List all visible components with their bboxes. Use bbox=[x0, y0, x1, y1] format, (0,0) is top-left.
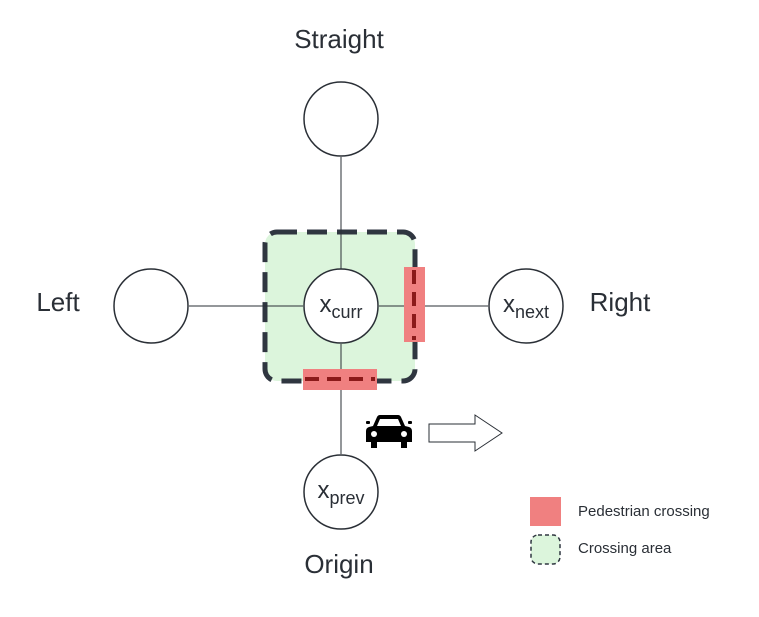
legend-pedestrian-label: Pedestrian crossing bbox=[578, 503, 710, 520]
pedestrian-crossing-right bbox=[404, 267, 425, 342]
node-next bbox=[488, 268, 564, 344]
car-icon bbox=[366, 415, 412, 448]
node-straight bbox=[303, 81, 379, 157]
legend-crossing-area-swatch bbox=[530, 534, 561, 565]
node-previous bbox=[303, 454, 379, 530]
legend-crossing-area-label: Crossing area bbox=[578, 540, 672, 557]
pedestrian-crossing-bottom bbox=[303, 369, 377, 390]
node-next-label: xnext bbox=[503, 291, 549, 322]
legend-pedestrian-swatch bbox=[530, 497, 561, 526]
node-previous-label: xprev bbox=[317, 477, 364, 508]
right-arrow-icon bbox=[428, 414, 503, 452]
legend: Pedestrian crossing Crossing area bbox=[530, 497, 710, 565]
label-origin: Origin bbox=[304, 549, 373, 579]
label-right: Right bbox=[590, 287, 651, 317]
label-left: Left bbox=[36, 287, 80, 317]
node-current-label: xcurr bbox=[320, 291, 363, 322]
label-straight: Straight bbox=[294, 24, 384, 54]
node-left bbox=[113, 268, 189, 344]
node-current bbox=[303, 268, 379, 344]
